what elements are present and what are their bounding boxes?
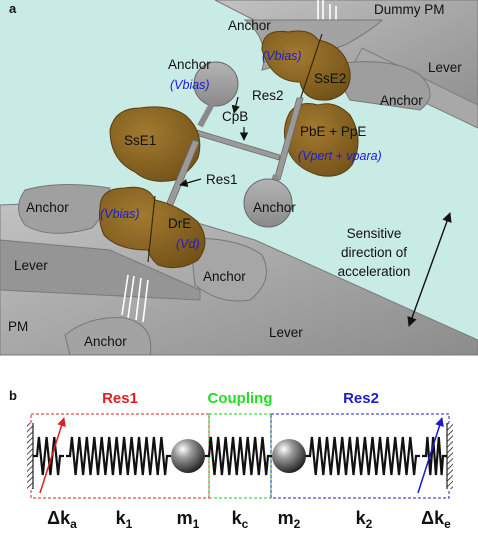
label-sensitive-line1: Sensitive	[347, 226, 402, 241]
label-pm: PM	[8, 319, 28, 334]
spring-kc	[205, 436, 272, 476]
symbol-m1: m1	[177, 508, 200, 531]
sensitive-direction-arrow	[407, 212, 452, 327]
lower-flexure	[121, 274, 149, 323]
label-res1: Res1	[206, 172, 238, 187]
label-anchor-mid: Anchor	[253, 200, 296, 215]
sse2-gap	[299, 33, 323, 101]
anchor-mid-shape	[189, 237, 267, 302]
panel-a: a Dummy PM Anchor Lever Anchor Anchor (V…	[0, 0, 478, 356]
spring-group	[33, 436, 447, 476]
label-anchor-lower: Anchor	[203, 269, 246, 284]
label-lever-left: Lever	[14, 258, 48, 273]
label-anchor-left: Anchor	[26, 200, 69, 215]
arrow-dka	[39, 417, 66, 494]
heading-res2: Res2	[343, 390, 379, 407]
arrow-res1	[179, 178, 202, 187]
symbol-dka: Δka	[47, 508, 77, 531]
label-sse2: SsE2	[314, 71, 346, 86]
label-anchor-top: Anchor	[228, 18, 271, 33]
symbol-k1: k1	[116, 508, 133, 531]
label-sensitive-line2: direction of	[341, 245, 407, 260]
anchor-center-stem	[197, 102, 215, 128]
label-pbe-ppe: PbE + PpE	[300, 124, 366, 139]
spring-dke	[422, 436, 447, 476]
mass-m2	[272, 439, 306, 473]
panel-b-label: b	[9, 388, 17, 403]
dre-gap	[147, 195, 156, 263]
wall-left	[27, 423, 33, 489]
anchor-bottom-shape	[64, 317, 152, 356]
symbol-dke: Δke	[421, 508, 451, 531]
label-dre: DrE	[168, 216, 191, 231]
anchor-center-circle	[193, 61, 239, 107]
label-cpb: CpB	[222, 109, 248, 124]
label-sse1: SsE1	[124, 133, 156, 148]
sse2-electrode	[261, 30, 351, 101]
sse1-electrode	[109, 106, 201, 182]
label-vbias-top: (Vbias)	[262, 49, 302, 63]
panel-b: b Res1 Coupling Res2 Δka k1 m1 kc m2 k2 …	[9, 388, 453, 531]
spring-k1	[66, 436, 171, 476]
res2-beam	[273, 97, 304, 181]
label-res2: Res2	[252, 88, 284, 103]
symbol-kc: kc	[232, 508, 249, 531]
label-vpert-vpara: (Vpert + vpara)	[298, 149, 382, 163]
spring-dka	[33, 436, 64, 476]
anchor-left-shape	[18, 183, 111, 234]
lever-left-band	[0, 239, 201, 301]
label-lever-top-right: Lever	[428, 60, 462, 75]
symbol-m2: m2	[278, 508, 301, 531]
wall-right	[447, 423, 453, 489]
label-lever-bottom: Lever	[269, 325, 303, 340]
arrow-dke	[417, 417, 444, 494]
label-vd: (Vd)	[176, 237, 200, 251]
spring-k2	[306, 436, 420, 476]
label-dummy-pm: Dummy PM	[374, 2, 445, 17]
label-anchor-right: Anchor	[380, 93, 423, 108]
label-anchor-center: Anchor	[168, 57, 211, 72]
mass-m1	[171, 439, 205, 473]
label-anchor-bottom: Anchor	[84, 334, 127, 349]
anchor-lower-circle	[243, 178, 293, 228]
arrow-res2	[231, 96, 240, 114]
label-vbias-left: (Vbias)	[100, 207, 140, 221]
panel-a-label: a	[9, 1, 17, 16]
heading-res1: Res1	[102, 390, 138, 407]
label-vbias-center: (Vbias)	[170, 78, 210, 92]
symbol-k2: k2	[356, 508, 373, 531]
anchor-right-shape	[329, 61, 431, 111]
label-sensitive-line3: acceleration	[338, 264, 411, 279]
heading-coupling: Coupling	[208, 390, 273, 407]
